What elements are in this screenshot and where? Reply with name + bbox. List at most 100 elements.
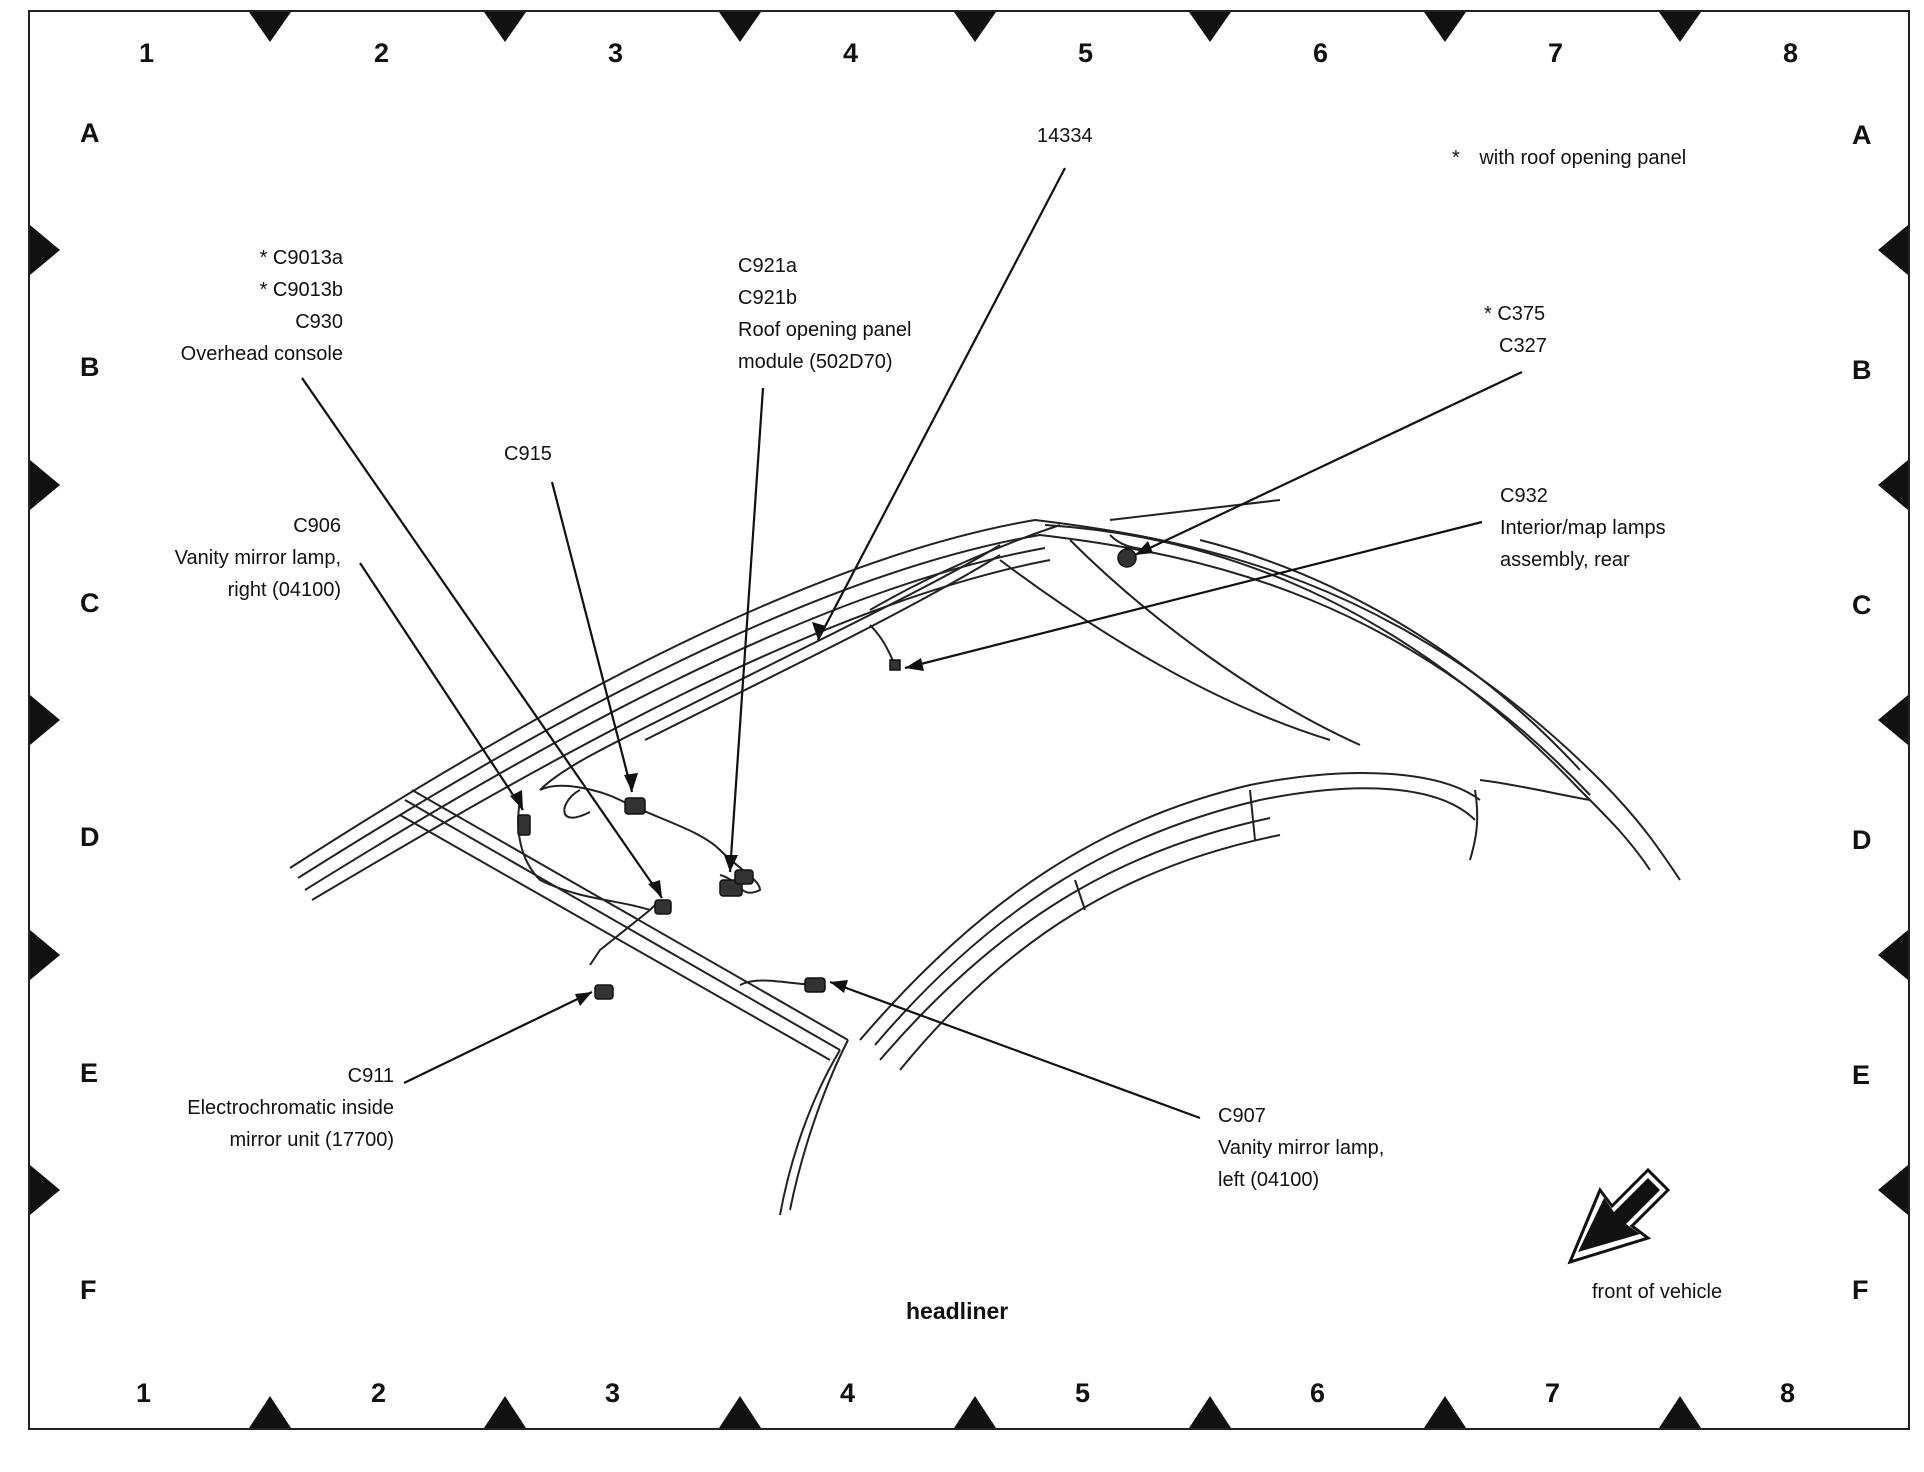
label-c375: * C375 C327 bbox=[1484, 303, 1547, 357]
left-marker bbox=[30, 225, 60, 275]
border-markers bbox=[30, 12, 1908, 1428]
col-label-8-top: 8 bbox=[1783, 38, 1799, 68]
arrow-head bbox=[624, 773, 638, 792]
top-marker bbox=[1659, 12, 1701, 42]
col-label-6-top: 6 bbox=[1313, 38, 1329, 68]
col-label-1-top: 1 bbox=[139, 38, 155, 68]
bottom-marker bbox=[719, 1396, 761, 1428]
right-marker bbox=[1878, 695, 1908, 745]
bottom-marker bbox=[1424, 1396, 1466, 1428]
diagram-title: headliner bbox=[906, 1298, 1009, 1324]
connector-c906 bbox=[517, 814, 531, 836]
leader-c911 bbox=[403, 991, 593, 1084]
row-label-a-right: A bbox=[1852, 120, 1872, 150]
bottom-marker bbox=[484, 1396, 526, 1428]
leader-overhead-console bbox=[301, 377, 663, 899]
left-marker bbox=[30, 695, 60, 745]
front-of-vehicle-label: front of vehicle bbox=[1592, 1281, 1723, 1303]
col-label-1-bottom: 1 bbox=[136, 1378, 152, 1408]
connector-c930 bbox=[654, 899, 672, 915]
arrow-head bbox=[1135, 541, 1153, 555]
left-marker bbox=[30, 460, 60, 510]
label-c932: C932 Interior/map lamps assembly, rear bbox=[1500, 485, 1666, 571]
leader-c906 bbox=[359, 562, 524, 811]
connector-c932 bbox=[889, 659, 901, 671]
top-marker bbox=[954, 12, 996, 42]
row-label-c-left: C bbox=[80, 588, 100, 618]
top-marker bbox=[249, 12, 291, 42]
arrow-head bbox=[905, 658, 924, 671]
bottom-marker bbox=[1189, 1396, 1231, 1428]
arrow-head bbox=[724, 855, 738, 872]
left-marker bbox=[30, 930, 60, 980]
row-label-c-right: C bbox=[1852, 590, 1872, 620]
arrow-head bbox=[812, 622, 826, 640]
arrow-head bbox=[575, 992, 592, 1006]
leader-c375 bbox=[1134, 371, 1523, 556]
leader-c932 bbox=[904, 520, 1483, 670]
leader-c915 bbox=[550, 481, 634, 793]
col-label-3-bottom: 3 bbox=[605, 1378, 621, 1408]
col-label-7-top: 7 bbox=[1548, 38, 1564, 68]
row-label-e-right: E bbox=[1852, 1060, 1871, 1090]
top-marker bbox=[1424, 12, 1466, 42]
connector-c921b bbox=[734, 869, 754, 885]
legend-text: with roof opening panel bbox=[1479, 147, 1687, 169]
bottom-marker bbox=[954, 1396, 996, 1428]
connectors bbox=[517, 548, 1137, 1000]
top-marker bbox=[719, 12, 761, 42]
col-label-2-bottom: 2 bbox=[371, 1378, 387, 1408]
leader-lines bbox=[301, 167, 1523, 1120]
row-label-d-right: D bbox=[1852, 825, 1872, 855]
col-label-8-bottom: 8 bbox=[1780, 1378, 1796, 1408]
diagram-frame bbox=[28, 10, 1910, 1430]
arrow-head bbox=[830, 980, 848, 993]
col-label-4-top: 4 bbox=[843, 38, 859, 68]
leader-14334 bbox=[817, 167, 1066, 641]
leader-roof-module bbox=[728, 387, 765, 873]
arrow-head bbox=[510, 790, 523, 810]
right-marker bbox=[1878, 225, 1908, 275]
row-label-f-right: F bbox=[1852, 1275, 1869, 1305]
top-marker bbox=[1189, 12, 1231, 42]
col-label-5-bottom: 5 bbox=[1075, 1378, 1091, 1408]
roof-outline bbox=[289, 499, 1681, 1216]
front-arrow-icon bbox=[1567, 1167, 1671, 1265]
connector-c907 bbox=[804, 977, 826, 993]
col-label-7-bottom: 7 bbox=[1545, 1378, 1561, 1408]
arrow-heads bbox=[510, 541, 1153, 1006]
legend-note: * with roof opening panel bbox=[1452, 142, 1686, 174]
label-c907: C907 Vanity mirror lamp, left (04100) bbox=[1218, 1105, 1385, 1191]
right-marker bbox=[1878, 1165, 1908, 1215]
row-label-b-right: B bbox=[1852, 355, 1872, 385]
col-label-5-top: 5 bbox=[1078, 38, 1094, 68]
bottom-marker bbox=[1659, 1396, 1701, 1428]
arrow-head bbox=[648, 880, 662, 898]
connector-c911 bbox=[594, 984, 614, 1000]
label-c906: C906 Vanity mirror lamp, right (04100) bbox=[174, 515, 341, 601]
legend-asterisk: * bbox=[1452, 147, 1460, 169]
label-14334: 14334 bbox=[1037, 125, 1093, 147]
leader-c907 bbox=[829, 980, 1201, 1120]
label-c915: C915 bbox=[504, 443, 552, 465]
label-roof-module: C921a C921b Roof opening panel module (5… bbox=[738, 255, 912, 373]
right-marker bbox=[1878, 460, 1908, 510]
row-label-e-left: E bbox=[80, 1058, 99, 1088]
col-label-6-bottom: 6 bbox=[1310, 1378, 1326, 1408]
col-label-3-top: 3 bbox=[608, 38, 624, 68]
row-label-a-left: A bbox=[80, 118, 100, 148]
row-label-f-left: F bbox=[80, 1275, 97, 1305]
row-label-b-left: B bbox=[80, 352, 100, 382]
top-marker bbox=[484, 12, 526, 42]
col-label-2-top: 2 bbox=[374, 38, 390, 68]
connector-c915 bbox=[624, 797, 646, 815]
label-overhead-console: * C9013a * C9013b C930 Overhead console bbox=[180, 247, 343, 365]
left-marker bbox=[30, 1165, 60, 1215]
connector-c375 bbox=[1117, 548, 1137, 568]
col-label-4-bottom: 4 bbox=[840, 1378, 856, 1408]
row-label-d-left: D bbox=[80, 822, 100, 852]
label-c911: C911 Electrochromatic inside mirror unit… bbox=[187, 1065, 394, 1151]
bottom-marker bbox=[249, 1396, 291, 1428]
right-marker bbox=[1878, 930, 1908, 980]
